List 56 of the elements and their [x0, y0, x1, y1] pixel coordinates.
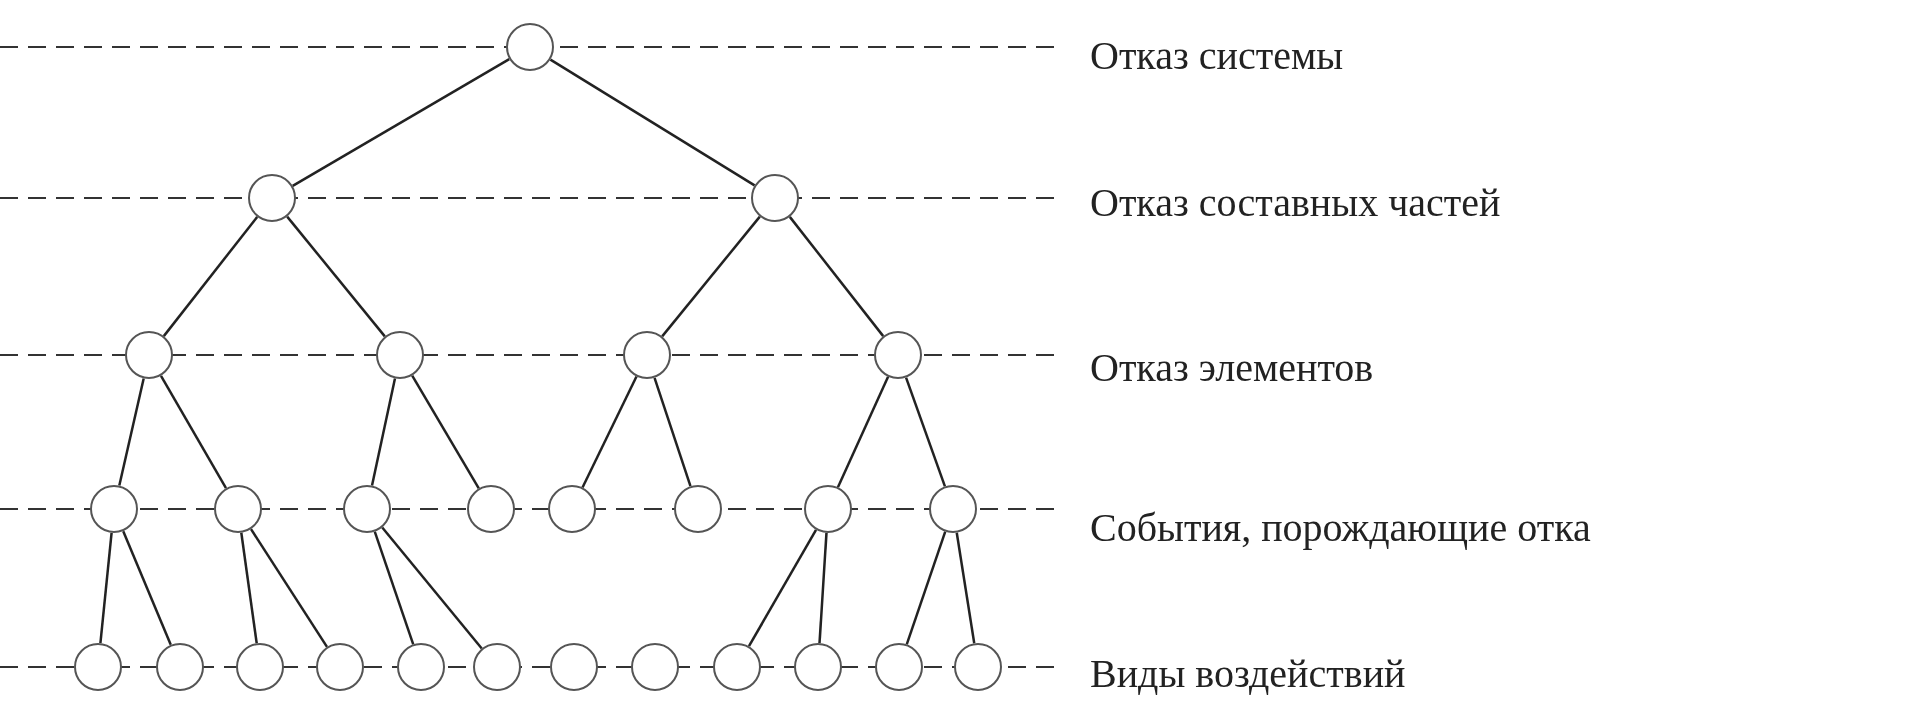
circle-node [397, 643, 445, 691]
connector-line [162, 216, 259, 337]
connector-line [747, 529, 818, 647]
level-label: Отказ элементов [1090, 343, 1374, 391]
circle-node [713, 643, 761, 691]
connector-line [292, 58, 510, 187]
circle-node [550, 643, 598, 691]
circle-node [674, 485, 722, 533]
connector-line [905, 531, 947, 645]
level-label: События, порождающие отка [1090, 503, 1591, 551]
level-label: Отказ составных частей [1090, 178, 1501, 226]
circle-node [156, 643, 204, 691]
connector-line [955, 532, 976, 644]
circle-node [874, 331, 922, 379]
connector-line [159, 375, 228, 489]
connector-line [661, 215, 761, 338]
circle-node [316, 643, 364, 691]
connector-line [411, 375, 480, 489]
circle-node [473, 643, 521, 691]
connector-line [581, 376, 638, 488]
connector-line [818, 532, 828, 644]
circle-node [623, 331, 671, 379]
circle-node [236, 643, 284, 691]
circle-node [74, 643, 122, 691]
connector-line [122, 530, 172, 646]
level-label: Отказ системы [1090, 31, 1344, 79]
circle-node [125, 331, 173, 379]
circle-node [929, 485, 977, 533]
connector-line [118, 378, 145, 486]
circle-node [506, 23, 554, 71]
connector-line [249, 528, 329, 648]
circle-node [376, 331, 424, 379]
connector-line [99, 532, 113, 644]
level-label: Виды воздействий [1090, 649, 1406, 697]
connector-line [370, 378, 397, 486]
circle-node [631, 643, 679, 691]
connector-line [381, 526, 483, 650]
connector-line [788, 216, 885, 337]
circle-node [214, 485, 262, 533]
connector-line [653, 377, 692, 487]
circle-node [794, 643, 842, 691]
circle-node [467, 485, 515, 533]
circle-node [954, 643, 1002, 691]
connector-line [286, 215, 386, 338]
circle-node [804, 485, 852, 533]
circle-node [90, 485, 138, 533]
circle-node [751, 174, 799, 222]
connector-line [549, 58, 756, 187]
connector-line [373, 531, 415, 645]
connector-line [836, 376, 890, 488]
circle-node [548, 485, 596, 533]
circle-node [343, 485, 391, 533]
circle-node [248, 174, 296, 222]
connector-line [240, 532, 258, 644]
connector-line [904, 377, 947, 487]
circle-node [875, 643, 923, 691]
